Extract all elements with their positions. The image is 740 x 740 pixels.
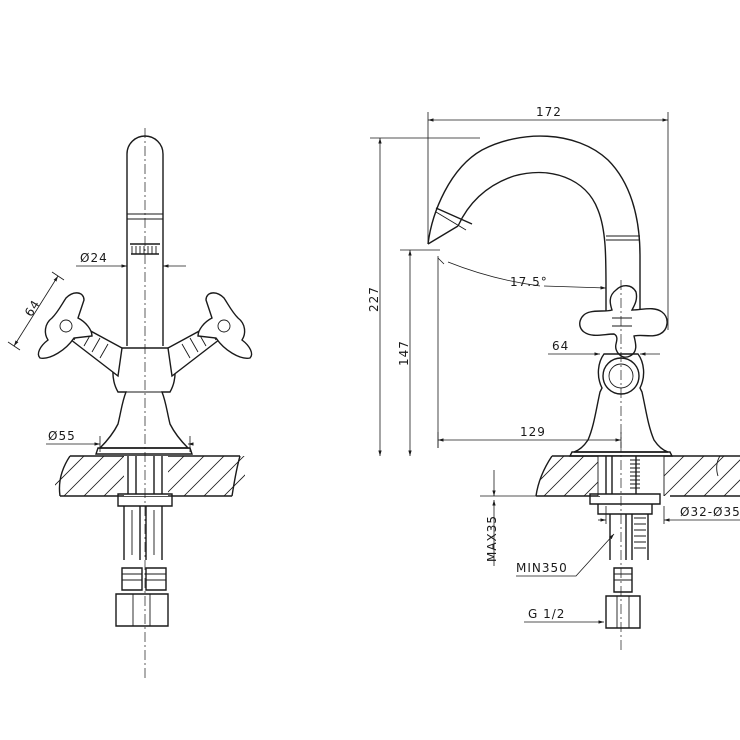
front-dim-handle-length-label: 64	[22, 297, 43, 319]
side-dim-connection-thread: G 1/2	[524, 607, 604, 624]
front-view: Ø24 64 Ø55	[7, 128, 253, 680]
side-dim-spout-reach: 172	[427, 105, 669, 330]
front-under-counter	[115, 456, 173, 627]
side-gooseneck-spout	[427, 135, 641, 326]
side-countertop	[535, 455, 740, 497]
front-body	[95, 347, 193, 455]
side-dim-base-to-outlet-label: 129	[520, 425, 546, 439]
side-dim-spout-height: 147	[397, 249, 440, 456]
front-dim-base-diameter: Ø55	[46, 429, 194, 452]
front-dim-base-diameter-label: Ø55	[48, 429, 76, 443]
side-dim-hose-length: MIN350	[516, 533, 615, 577]
front-dim-aerator-diameter: Ø24	[76, 251, 186, 270]
side-body	[568, 353, 674, 457]
side-dim-spout-angle-label: 17.5°	[510, 275, 548, 289]
side-dim-max-counter-thickness-label: MAX35	[485, 515, 499, 562]
side-dim-hose-length-label: MIN350	[516, 561, 568, 575]
side-dim-mounting-hole-label: Ø32-Ø35	[680, 505, 740, 519]
front-countertop	[55, 455, 245, 497]
side-dim-base-to-outlet: 129	[437, 425, 622, 448]
side-dim-spout-angle: 17.5°	[437, 257, 607, 290]
side-dim-spout-reach-label: 172	[536, 105, 562, 119]
side-dim-max-counter-thickness: MAX35	[480, 470, 536, 566]
side-dim-spout-height-label: 147	[397, 340, 411, 366]
front-right-handle	[167, 292, 253, 378]
front-dim-aerator-diameter-label: Ø24	[80, 251, 108, 265]
side-dim-connection-thread-label: G 1/2	[528, 607, 565, 621]
side-dim-handle-width-label: 64	[552, 339, 569, 353]
side-cross-handle	[579, 285, 668, 358]
side-dim-total-height-label: 227	[367, 286, 381, 312]
front-left-handle	[37, 292, 123, 378]
side-view: 172 227 147 17.5° 64	[367, 105, 740, 650]
side-dim-total-height: 227	[367, 137, 480, 456]
side-dim-mounting-hole: Ø32-Ø35	[598, 505, 740, 524]
side-dim-handle-width: 64	[548, 339, 660, 356]
